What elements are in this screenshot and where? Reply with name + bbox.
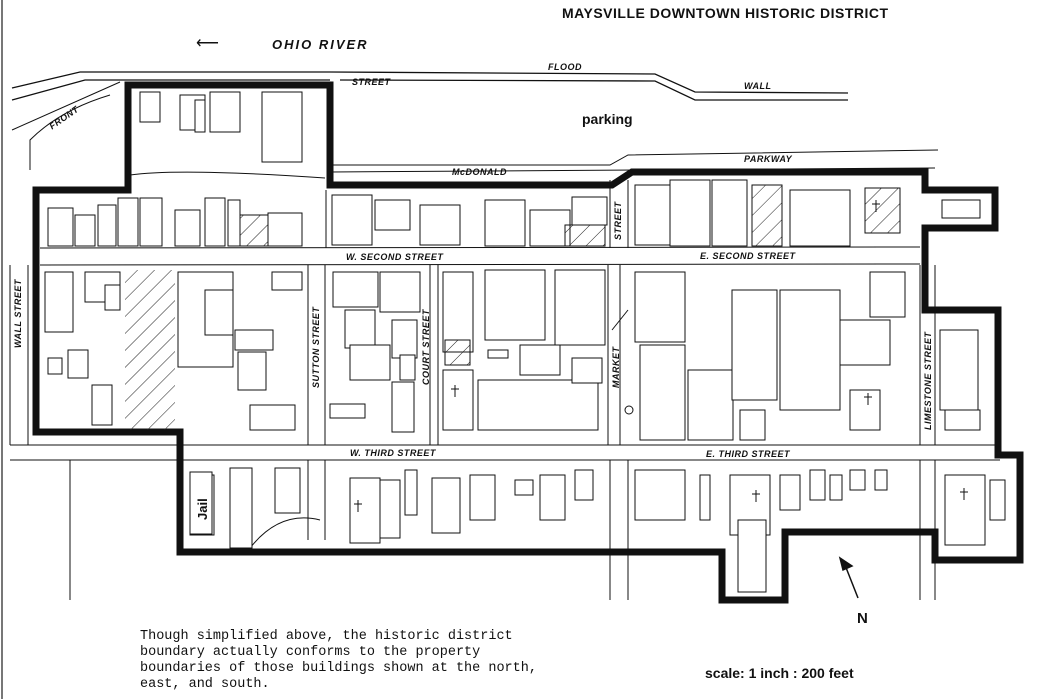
north-arrow-icon [838, 556, 859, 599]
map-title: MAYSVILLE DOWNTOWN HISTORIC DISTRICT [562, 5, 889, 21]
flood-label: FLOOD [548, 62, 582, 72]
street-grid [9, 81, 1000, 600]
annex-box [941, 199, 981, 219]
church-cross-icons [354, 200, 968, 512]
river-label: OHIO RIVER [272, 37, 369, 52]
wall-street-label: WALL STREET [13, 279, 23, 348]
scale-label: scale: 1 inch : 200 feet [705, 665, 854, 681]
street-label-top: STREET [352, 77, 391, 87]
jail-building [189, 471, 213, 535]
left-arrow-icon: ⟵ [196, 35, 219, 52]
fountain-icon [624, 405, 634, 415]
w-third-street-label: W. THIRD STREET [350, 448, 436, 458]
street-label-vertical: STREET [613, 201, 623, 240]
e-second-street-label: E. SECOND STREET [700, 251, 796, 261]
sutton-street-label: SUTTON STREET [311, 306, 321, 388]
w-second-street-label: W. SECOND STREET [346, 252, 444, 262]
flood-wall-lines [11, 71, 849, 101]
parkway-label: PARKWAY [744, 154, 793, 164]
north-label: N [857, 610, 868, 627]
jail-label: Jail [195, 498, 210, 520]
boundary-note: Though simplified above, the historic di… [140, 629, 537, 692]
e-third-street-label: E. THIRD STREET [706, 449, 791, 459]
mcdonald-label: McDONALD [452, 167, 507, 177]
parking-label: parking [582, 111, 633, 127]
court-street-label: COURT STREET [421, 309, 431, 385]
market-street-label: MARKET [611, 346, 621, 389]
district-boundary [32, 81, 1024, 604]
buildings [44, 91, 1006, 593]
limestone-street-label: LIMESTONE STREET [923, 331, 933, 430]
wall-label-top: WALL [744, 81, 772, 91]
